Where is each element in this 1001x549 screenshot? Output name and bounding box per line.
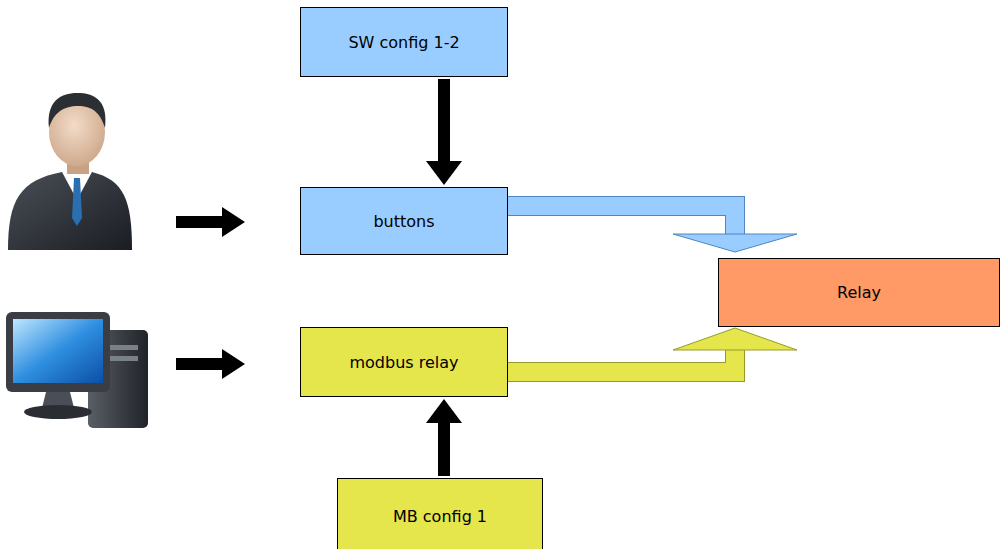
config-box: SW config 1-2 [300,7,508,77]
node-label: MB config 1 [393,507,487,526]
arrow-head [426,399,462,423]
arrow-head [673,328,797,350]
arrow-shaft [508,206,735,235]
computer-icon [6,312,148,428]
process-box: buttons [300,187,508,255]
flow-arrow [508,206,797,252]
arrow-shaft [508,349,735,372]
process-box: modbus relay [300,327,508,397]
node-label: buttons [373,212,434,231]
arrow-head [673,234,797,252]
input-arrow [176,207,245,379]
arrow-shaft [438,422,450,476]
node-label: Relay [837,283,881,302]
flow-arrow [426,399,462,476]
arrow-shaft [438,79,450,162]
output-box: Relay [718,258,1000,327]
arrow-outline [508,349,735,372]
flow-arrow [508,328,797,372]
node-label: modbus relay [349,353,458,372]
config-box: MB config 1 [337,478,543,549]
arrow-head [426,161,462,185]
arrow-outline [508,206,735,235]
flow-arrow [426,79,462,185]
node-label: SW config 1-2 [348,33,459,52]
user-icon [8,93,132,250]
